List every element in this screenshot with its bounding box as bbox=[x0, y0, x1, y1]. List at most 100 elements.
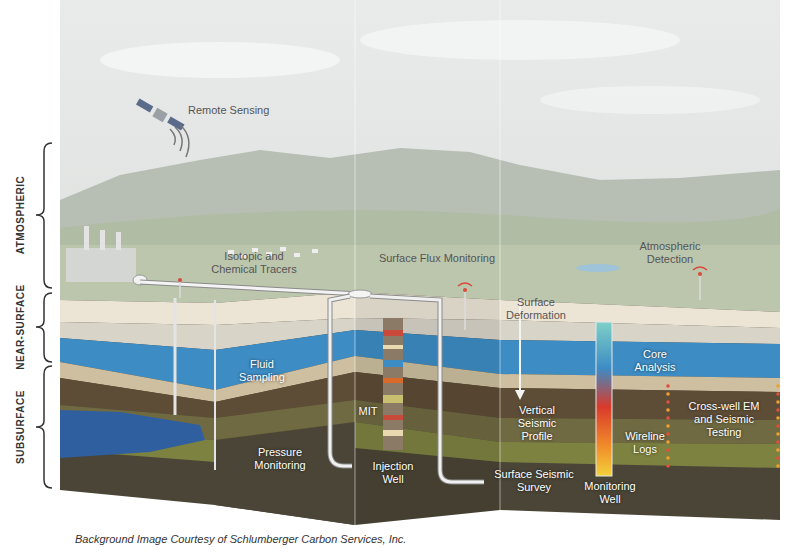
geologic-section-part bbox=[215, 422, 355, 525]
cross-well-sensors-part bbox=[666, 448, 670, 452]
technique-label: Remote Sensing bbox=[188, 104, 283, 117]
power-plant-part bbox=[100, 230, 105, 250]
geologic-section-part bbox=[355, 292, 500, 525]
wells-part bbox=[140, 282, 360, 294]
cross-well-sensors-part bbox=[666, 456, 670, 460]
cross-well-sensors bbox=[666, 384, 780, 468]
landscape-part bbox=[60, 0, 780, 312]
power-plant-part bbox=[116, 232, 121, 250]
cross-well-sensors-part bbox=[776, 440, 780, 444]
wells-part bbox=[348, 290, 372, 298]
landscape-part bbox=[294, 253, 300, 257]
landscape-part bbox=[576, 264, 620, 272]
wells-part bbox=[140, 282, 360, 294]
zone-label: SUBSURFACE bbox=[14, 390, 27, 464]
cross-well-sensors-part bbox=[666, 424, 670, 428]
zone-bracket bbox=[36, 143, 52, 488]
wells-part bbox=[174, 298, 177, 415]
zone-label: ATMOSPHERIC bbox=[14, 176, 27, 255]
antennas-part bbox=[693, 267, 707, 270]
power-plant bbox=[66, 226, 147, 285]
zone-label: NEAR-SURFACE bbox=[14, 284, 27, 369]
antennas-part bbox=[463, 288, 467, 292]
geologic-section-part bbox=[500, 0, 501, 510]
technique-label: Pressure Monitoring bbox=[245, 446, 315, 472]
wells-part bbox=[330, 296, 352, 466]
cross-well-sensors-part bbox=[666, 464, 670, 468]
technique-label: Wireline Logs bbox=[620, 430, 670, 456]
landscape bbox=[60, 0, 780, 312]
landscape-part bbox=[360, 20, 680, 60]
technique-label: Fluid Sampling bbox=[232, 358, 292, 384]
technique-label: Isotopic and Chemical Tracers bbox=[208, 250, 300, 276]
technique-label: Surface Flux Monitoring bbox=[372, 252, 502, 265]
technique-label: Surface Seismic Survey bbox=[494, 468, 574, 494]
landscape-part bbox=[312, 249, 318, 253]
cross-well-sensors-part bbox=[776, 392, 780, 396]
technique-label: Vertical Seismic Profile bbox=[505, 404, 569, 443]
wells-part bbox=[383, 345, 403, 349]
cross-well-sensors-part bbox=[776, 400, 780, 404]
technique-label: Injection Well bbox=[362, 460, 424, 486]
wells-part bbox=[330, 296, 352, 466]
wells-part bbox=[383, 360, 403, 367]
antennas-part bbox=[699, 274, 701, 300]
satellite-part bbox=[152, 108, 167, 123]
landscape-part bbox=[100, 42, 340, 78]
zone-bracket-part bbox=[36, 366, 52, 488]
antennas-part bbox=[464, 290, 466, 330]
technique-label: Surface Deformation bbox=[500, 296, 572, 322]
wells-part bbox=[214, 300, 216, 470]
technique-label: Atmospheric Detection bbox=[630, 240, 710, 266]
well-log-stripes bbox=[383, 330, 403, 436]
geologic-section bbox=[60, 0, 780, 525]
antennas-part bbox=[179, 280, 181, 298]
wells-part bbox=[370, 296, 484, 482]
wells-part bbox=[383, 415, 403, 420]
wells-part bbox=[515, 390, 525, 400]
geologic-section-part bbox=[60, 292, 780, 525]
cross-well-sensors-part bbox=[666, 384, 670, 388]
power-plant-part bbox=[66, 248, 136, 282]
wells-part bbox=[383, 395, 403, 403]
cross-well-sensors-part bbox=[776, 416, 780, 420]
wells-part bbox=[370, 296, 484, 482]
antennas-part bbox=[698, 272, 702, 276]
cross-well-sensors-part bbox=[666, 408, 670, 412]
landscape-part bbox=[540, 86, 760, 114]
technique-label: Monitoring Well bbox=[582, 480, 638, 506]
cross-well-sensors-part bbox=[776, 456, 780, 460]
wells-part bbox=[383, 430, 403, 436]
cross-well-sensors-part bbox=[776, 464, 780, 468]
cross-well-sensors-part bbox=[776, 448, 780, 452]
technique-label: Core Analysis bbox=[625, 348, 685, 374]
wells bbox=[140, 282, 612, 482]
cross-well-sensors-part bbox=[776, 424, 780, 428]
cross-well-sensors-part bbox=[666, 400, 670, 404]
cross-well-sensors-part bbox=[666, 416, 670, 420]
satellite bbox=[136, 99, 189, 157]
antennas bbox=[178, 267, 707, 330]
satellite-part bbox=[175, 127, 182, 151]
antennas-part bbox=[458, 283, 472, 286]
technique-label: MIT bbox=[355, 405, 381, 418]
technique-label: Cross-well EM and Seismic Testing bbox=[678, 400, 770, 439]
cross-well-sensors-part bbox=[666, 432, 670, 436]
power-plant-part bbox=[84, 226, 89, 250]
cross-well-sensors-part bbox=[776, 408, 780, 412]
wells-part bbox=[383, 318, 403, 450]
satellite-part bbox=[136, 99, 153, 113]
cross-well-sensors-part bbox=[776, 432, 780, 436]
image-credit: Background Image Courtesy of Schlumberge… bbox=[75, 533, 406, 545]
wells-part bbox=[383, 378, 403, 383]
antennas-part bbox=[178, 278, 182, 282]
cross-well-sensors-part bbox=[666, 440, 670, 444]
wells-part bbox=[596, 322, 612, 476]
geologic-section-part bbox=[60, 410, 205, 458]
wells-part bbox=[383, 330, 403, 336]
satellite-part bbox=[180, 125, 189, 157]
cross-well-sensors-part bbox=[776, 384, 780, 388]
zone-bracket-part bbox=[36, 143, 52, 288]
satellite-part bbox=[170, 129, 175, 145]
